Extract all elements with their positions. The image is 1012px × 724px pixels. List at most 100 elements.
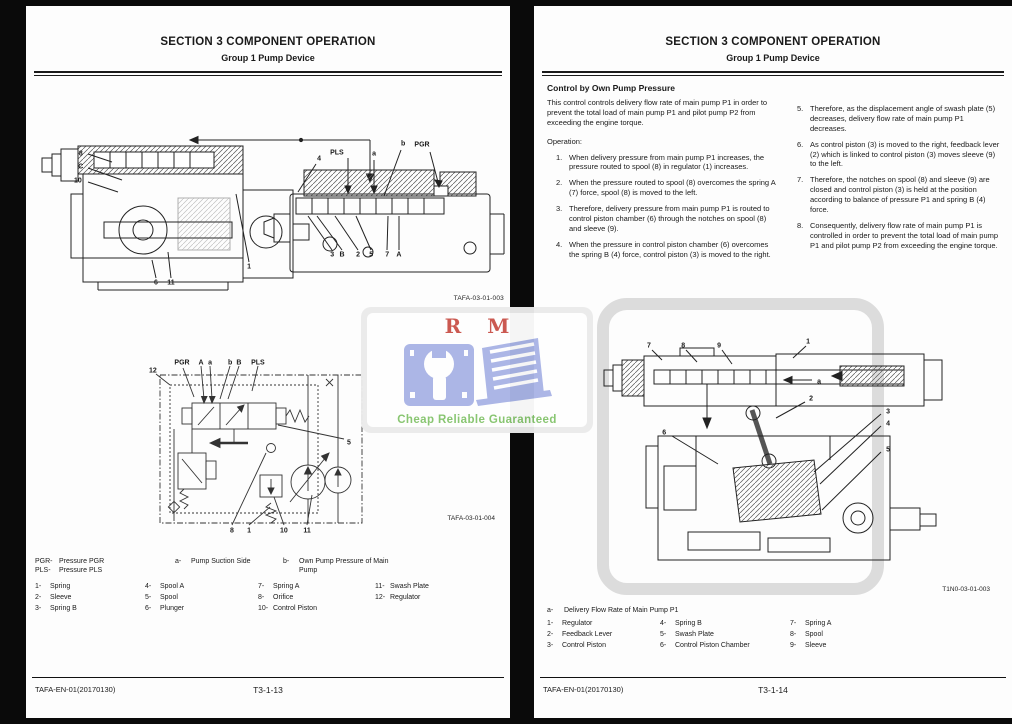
legend-item-number: 5- bbox=[145, 594, 152, 602]
operation-label: Operation: bbox=[547, 136, 583, 146]
legend-key: PGR- bbox=[35, 558, 53, 565]
legend-key: a- bbox=[175, 558, 182, 565]
legend-item-label: Swash Plate bbox=[390, 583, 429, 590]
fig-callout: 6 bbox=[154, 279, 158, 287]
legend-value: Pressure PLS bbox=[59, 566, 103, 574]
fig-callout: 3 bbox=[330, 251, 335, 259]
legend-item: 9- Sleeve bbox=[790, 642, 831, 651]
step-text: Consequently, delivery flow rate of main… bbox=[810, 220, 999, 250]
step-number: 2. bbox=[556, 178, 563, 188]
fig-callout: 11 bbox=[303, 527, 311, 535]
section-title: SECTION 3 COMPONENT OPERATION bbox=[665, 36, 881, 48]
operation-step: 8. Consequently, delivery flow rate of m… bbox=[797, 221, 1002, 251]
legend-item-label: Sleeve bbox=[50, 594, 72, 602]
fig-callout: 1 bbox=[247, 527, 252, 535]
fig-callout: a bbox=[817, 378, 822, 386]
legend-item-label: Regulator bbox=[390, 594, 421, 602]
legend-key: a- bbox=[547, 607, 554, 614]
legend-value: Pump Suction Side bbox=[191, 558, 251, 565]
step-text: Therefore, as the displacement angle of … bbox=[810, 104, 996, 133]
fig-callout: 10 bbox=[74, 177, 82, 185]
fig-callout: 3 bbox=[886, 408, 891, 416]
fig-callout: 5 bbox=[346, 439, 351, 447]
fig-callout: 5 bbox=[369, 251, 374, 259]
legend-item-number: 7- bbox=[790, 620, 797, 627]
legend-item-label: Spring bbox=[50, 583, 71, 590]
fig-callout: PGR bbox=[414, 141, 430, 149]
legend-item: 5-Spool bbox=[145, 594, 184, 603]
legend-item: 4- Spool A bbox=[145, 583, 184, 592]
operation-step: 1. When delivery pressure from main pump… bbox=[556, 153, 779, 173]
fig-callout: 5 bbox=[886, 446, 891, 454]
legend-item: 3-Spring B bbox=[35, 605, 77, 614]
fig-callout: a bbox=[208, 359, 213, 367]
gray-stamp-outline bbox=[597, 298, 884, 595]
watermark-tagline: Cheap Reliable Guaranteed bbox=[397, 414, 557, 426]
legend-item-label: Spring A bbox=[273, 583, 300, 590]
fig-callout: 11 bbox=[167, 279, 175, 287]
legend-item-number: 1- bbox=[35, 583, 42, 590]
legend-item-number: 6- bbox=[145, 605, 152, 613]
legend-item-number: 4- bbox=[660, 620, 667, 627]
legend-def-b: b-Own Pump Pressure of Main Pump bbox=[283, 558, 401, 576]
fig-callout: 4 bbox=[317, 155, 321, 163]
operation-step: 5. Therefore, as the displacement angle … bbox=[797, 104, 1002, 134]
operation-steps-5-8: 5. Therefore, as the displacement angle … bbox=[797, 104, 1002, 251]
legend-def-a: a- Delivery Flow Rate of Main Pump P1 bbox=[547, 607, 678, 618]
step-text: As control piston (3) is moved to the ri… bbox=[810, 139, 1000, 169]
step-number: 7. bbox=[797, 175, 804, 185]
legend-item-number: 2- bbox=[35, 594, 42, 602]
legend-item: 6-Control Piston Chamber bbox=[660, 642, 750, 651]
fig-callout: A bbox=[198, 359, 204, 367]
step-number: 4. bbox=[556, 239, 563, 249]
legend-item-label: Spool A bbox=[160, 583, 185, 590]
legend-item: 2-Feedback Lever bbox=[547, 631, 612, 640]
legend-item: 4-Spring B bbox=[660, 620, 750, 629]
fig-callout: a bbox=[372, 150, 376, 158]
page-right: SECTION 3 COMPONENT OPERATION Group 1 Pu… bbox=[534, 6, 1012, 718]
step-text: When the pressure routed to spool (8) ov… bbox=[569, 178, 776, 198]
fig-callout: PLS bbox=[251, 359, 265, 367]
fig-callout: 1 bbox=[806, 338, 810, 346]
fig-callout: A bbox=[396, 251, 402, 259]
text-column-left: This control controls delivery flow rate… bbox=[547, 98, 779, 260]
step-text: When the pressure in control piston cham… bbox=[569, 239, 771, 259]
fig-callout: PGR bbox=[174, 359, 190, 367]
legend-item: 8-Spool bbox=[790, 631, 831, 640]
page-header: SECTION 3 COMPONENT OPERATION Group 1 Pu… bbox=[534, 36, 1012, 63]
fig-callout: 4 bbox=[886, 420, 891, 428]
step-number: 5. bbox=[797, 104, 804, 113]
legend-key: b- bbox=[283, 558, 290, 565]
legend-item-label: Control Piston bbox=[562, 642, 606, 650]
operation-steps-1-4: 1. When delivery pressure from main pump… bbox=[556, 153, 779, 260]
step-text: When delivery pressure from main pump P1… bbox=[569, 152, 765, 172]
fig-callout: 8 bbox=[681, 342, 686, 350]
legend-item-label: Control Piston bbox=[273, 605, 317, 613]
legend-item-number: 4- bbox=[145, 583, 152, 590]
intro-paragraph: This control controls delivery flow rate… bbox=[547, 98, 768, 127]
legend-item-number: 8- bbox=[258, 594, 265, 602]
legend-value: Delivery Flow Rate of Main Pump P1 bbox=[564, 607, 679, 614]
fig-callout: 8 bbox=[78, 150, 83, 158]
operation-step: 3. Therefore, delivery pressure from mai… bbox=[556, 204, 779, 234]
legend-item-number: 8- bbox=[790, 631, 797, 639]
header-rule bbox=[34, 71, 502, 76]
footer-rule bbox=[32, 677, 504, 678]
footer-page-number: T3-1-13 bbox=[253, 685, 283, 695]
fig-callout: 2 bbox=[356, 251, 361, 259]
legend-item-label: Sleeve bbox=[805, 642, 827, 650]
legend-item-number: 9- bbox=[790, 642, 797, 650]
hydraulic-schematic-drawing bbox=[155, 365, 363, 526]
legend-item-number: 11- bbox=[375, 583, 385, 590]
wrench-book-logo bbox=[367, 336, 587, 413]
legend-item: 7-Spring A bbox=[258, 583, 317, 592]
